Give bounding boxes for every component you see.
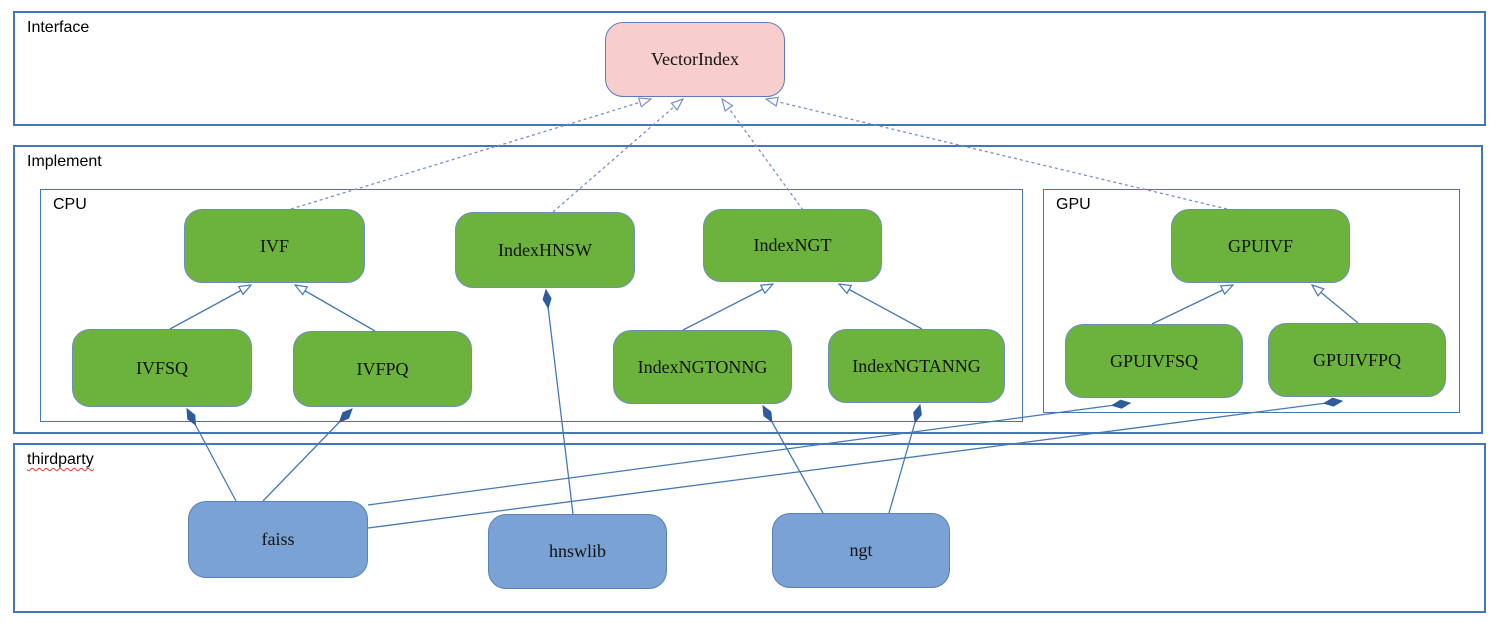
node-gpuivfsq-label: GPUIVFSQ [1109, 350, 1199, 371]
node-ivf-label: IVF [259, 235, 289, 256]
node-indexngt-label: IndexNGT [753, 235, 832, 255]
edge-composition-faiss-gpuivfsq[interactable] [367, 403, 1130, 506]
edge-inheritance-ivfsq-ivf[interactable] [169, 285, 251, 330]
section-interface-label: Interface [27, 19, 90, 36]
edge-realization-gpuivf-vectorindex[interactable] [766, 99, 1228, 210]
node-gpuivf[interactable]: GPUIVF [1171, 209, 1350, 283]
node-gpuivfpq-label: GPUIVFPQ [1312, 349, 1402, 370]
node-ngt-label: ngt [849, 540, 873, 560]
section-thirdparty[interactable]: thirdparty [13, 443, 1486, 613]
node-ivfpq-label: IVFPQ [356, 358, 409, 379]
node-indexngtanng[interactable]: IndexNGTANNG [828, 329, 1005, 403]
section-cpu[interactable]: CPU [40, 189, 1023, 422]
edge-composition-ngt-indexngtanng[interactable] [888, 405, 920, 514]
node-vectorindex-label: VectorIndex [651, 49, 739, 69]
node-indexngtonng-label: IndexNGTONNG [637, 356, 768, 377]
node-indexngt[interactable]: IndexNGT [703, 209, 882, 282]
edge-realization-indexhnsw-vectorindex[interactable] [552, 99, 683, 213]
node-indexngtanng-label: IndexNGTANNG [852, 355, 981, 376]
node-ivfsq-label: IVFSQ [135, 357, 188, 378]
section-gpu-label: GPU [1056, 196, 1091, 213]
node-indexhnsw-label: IndexHNSW [498, 239, 592, 260]
node-ivfpq[interactable]: IVFPQ [293, 331, 472, 407]
node-indexhnsw[interactable]: IndexHNSW [455, 212, 635, 288]
edge-composition-faiss-ivfsq[interactable] [187, 409, 237, 502]
node-ivfsq[interactable]: IVFSQ [72, 329, 252, 407]
node-faiss-label: faiss [261, 529, 295, 549]
node-indexngtonng[interactable]: IndexNGTONNG [613, 330, 792, 404]
edge-inheritance-gpuivfsq-gpuivf[interactable] [1151, 285, 1233, 325]
node-hnswlib[interactable]: hnswlib [488, 514, 667, 589]
node-gpuivf-label: GPUIVF [1227, 235, 1293, 256]
node-faiss[interactable]: faiss [188, 501, 368, 578]
section-implement-label: Implement [27, 153, 102, 170]
edge-composition-ngt-indexngtonng[interactable] [763, 406, 824, 514]
section-interface[interactable]: Interface [13, 11, 1486, 126]
edge-inheritance-ivfpq-ivf[interactable] [295, 285, 376, 332]
edge-composition-hnswlib-indexhnsw[interactable] [546, 290, 574, 515]
node-ngt[interactable]: ngt [772, 513, 950, 588]
edge-inheritance-gpuivfpq-gpuivf[interactable] [1312, 285, 1359, 324]
node-gpuivfpq[interactable]: GPUIVFPQ [1268, 323, 1446, 397]
node-hnswlib-label: hnswlib [548, 541, 606, 561]
section-cpu-label: CPU [53, 196, 87, 213]
edge-composition-faiss-ivfpq[interactable] [262, 409, 352, 502]
node-ivf[interactable]: IVF [184, 209, 365, 283]
section-thirdparty-label: thirdparty [27, 451, 94, 468]
edge-realization-indexngt-vectorindex[interactable] [722, 99, 804, 211]
section-implement[interactable]: Implement [13, 145, 1483, 434]
edge-inheritance-indexngtonng-indexngt[interactable] [682, 284, 773, 331]
edge-composition-faiss-gpuivfpq[interactable] [367, 401, 1342, 529]
node-gpuivfsq[interactable]: GPUIVFSQ [1065, 324, 1243, 398]
node-vectorindex[interactable]: VectorIndex [605, 22, 785, 97]
edge-inheritance-indexngtanng-indexngt[interactable] [839, 284, 923, 330]
edge-realization-ivf-vectorindex[interactable] [290, 99, 651, 210]
